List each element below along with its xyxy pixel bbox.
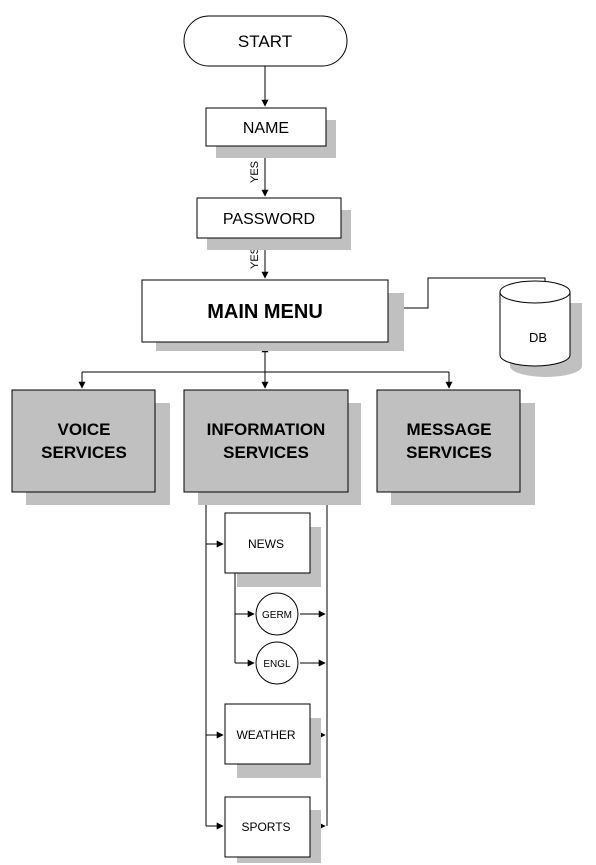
voice-services-label-line2: SERVICES	[41, 443, 127, 462]
message-services-node: MESSAGE SERVICES	[376, 389, 535, 505]
yes-label-password: YES	[249, 247, 261, 269]
message-services-box	[376, 389, 521, 493]
news-node: NEWS	[224, 512, 321, 587]
weather-label: WEATHER	[236, 728, 295, 742]
voice-services-label-line1: VOICE	[58, 420, 111, 439]
engl-circle	[255, 641, 299, 685]
name-label: NAME	[243, 120, 289, 137]
start-node: START	[183, 15, 348, 67]
information-services-node: INFORMATION SERVICES	[183, 389, 361, 505]
main-menu-label: MAIN MENU	[207, 301, 323, 323]
name-box	[205, 107, 327, 147]
news-label: NEWS	[248, 537, 284, 551]
weather-node: WEATHER	[224, 703, 321, 778]
germ-circle	[255, 592, 299, 636]
information-services-label-line1: INFORMATION	[207, 420, 326, 439]
main-menu-box	[141, 279, 389, 343]
name-node: NAME	[205, 107, 336, 158]
sports-box	[224, 796, 311, 858]
information-services-label-line2: SERVICES	[223, 443, 309, 462]
voice-services-box	[11, 389, 156, 493]
sports-node: SPORTS	[224, 796, 321, 863]
germ-label: GERM	[262, 610, 292, 621]
sports-label: SPORTS	[241, 820, 290, 834]
db-cylinder-top	[499, 280, 571, 304]
start-label: START	[238, 32, 292, 51]
weather-box	[224, 703, 311, 765]
password-node: PASSWORD	[196, 197, 351, 250]
news-box	[224, 512, 311, 574]
voice-services-node: VOICE SERVICES	[11, 389, 170, 505]
db-cylinder-body	[499, 292, 571, 367]
message-services-label-line2: SERVICES	[406, 443, 492, 462]
message-services-label-line1: MESSAGE	[406, 420, 491, 439]
db-node: DB	[499, 280, 582, 377]
password-box	[196, 197, 342, 239]
germ-node: GERM	[255, 592, 299, 636]
engl-node: ENGL	[255, 641, 299, 685]
main-menu-node: MAIN MENU	[141, 279, 404, 351]
password-label: PASSWORD	[223, 211, 315, 228]
yes-label-name: YES	[249, 161, 261, 183]
connectors	[78, 66, 546, 830]
start-terminal	[183, 15, 348, 67]
db-label: DB	[529, 330, 547, 345]
information-services-box	[183, 389, 349, 493]
engl-label: ENGL	[263, 659, 291, 670]
